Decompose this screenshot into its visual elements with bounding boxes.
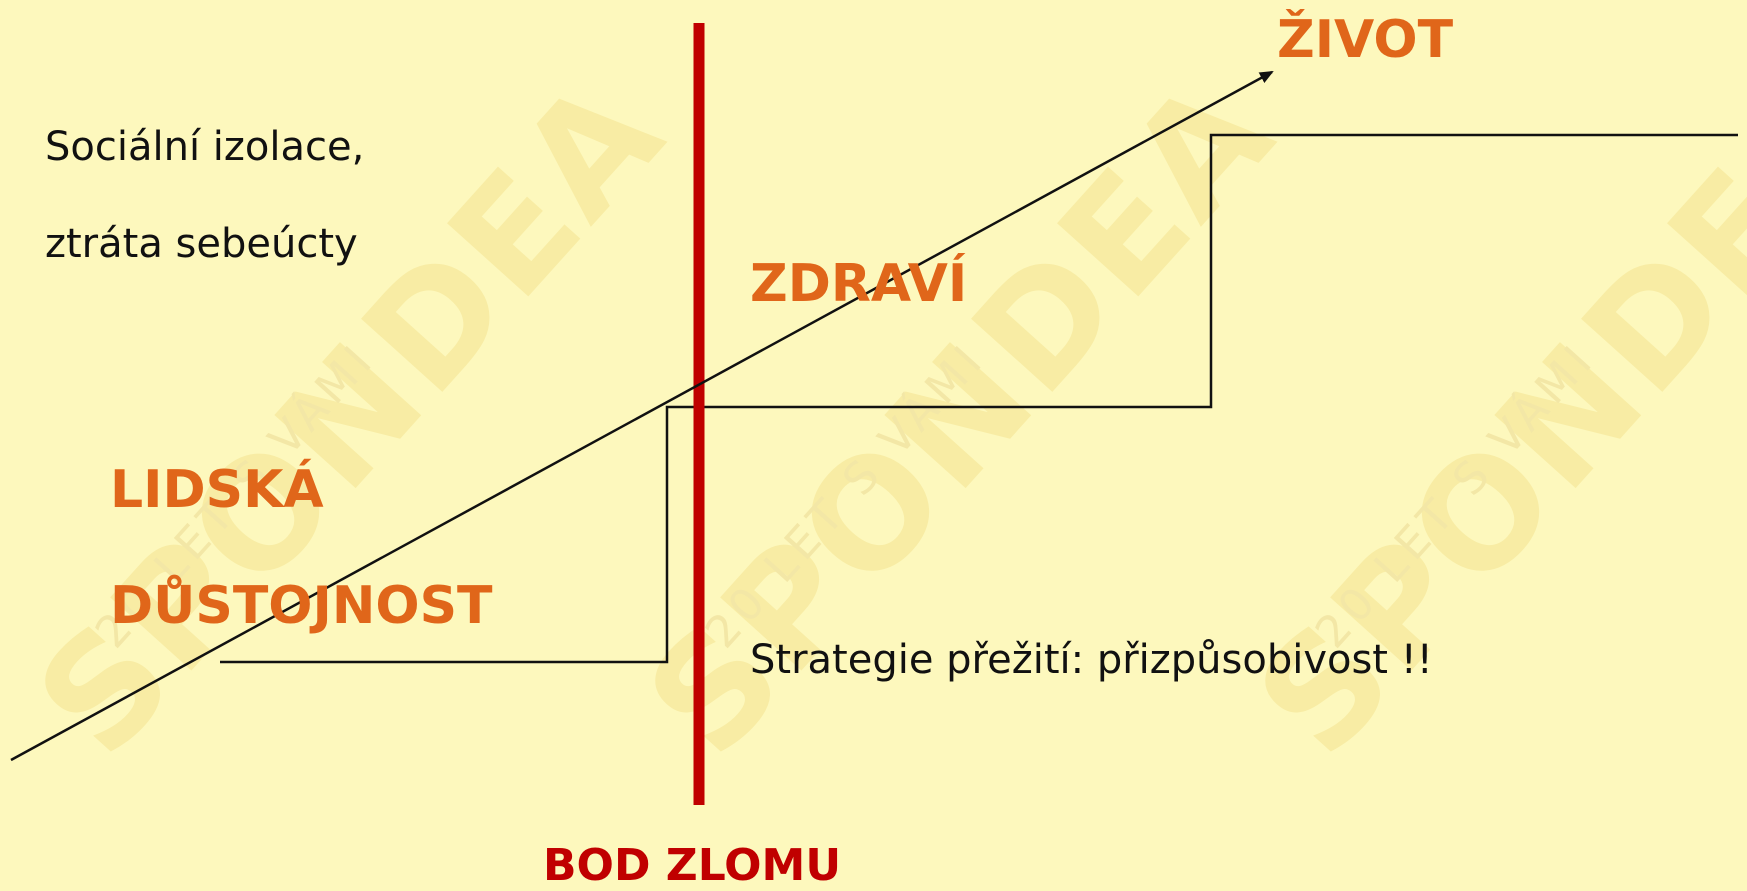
strategy-text: Strategie přežití: přizpůsobivost !! [750, 637, 1433, 683]
isolation-text-line2: ztráta sebeúcty [45, 221, 358, 267]
dignity-label-line1: LIDSKÁ [110, 460, 324, 520]
breaking-point-label: BOD ZLOMU [543, 840, 842, 891]
health-label: ZDRAVÍ [750, 254, 968, 314]
life-label: ŽIVOT [1277, 10, 1454, 70]
isolation-text-line1: Sociální izolace, [45, 124, 365, 170]
dignity-label-line2: DŮSTOJNOST [110, 576, 493, 636]
rising-arrow [10, 70, 1274, 762]
staircase-line [220, 133, 1738, 664]
